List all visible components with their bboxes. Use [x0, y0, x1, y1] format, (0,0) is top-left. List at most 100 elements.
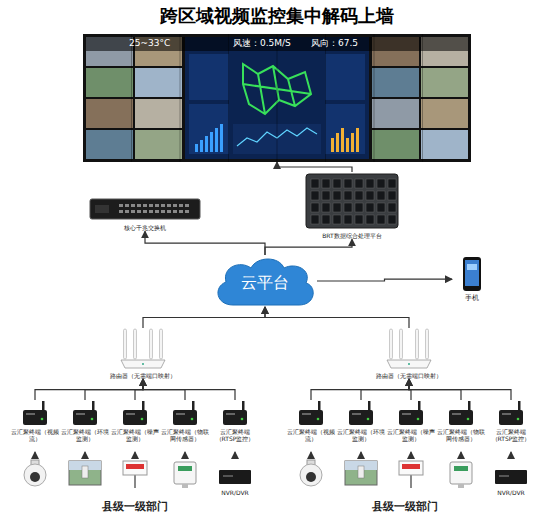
shape: [223, 410, 247, 425]
terminal-icon: [296, 400, 326, 426]
shape: [76, 413, 85, 415]
shape: [366, 191, 374, 200]
shape: [125, 204, 129, 207]
shape: [311, 203, 319, 212]
wall-reading: 风向：67.5: [311, 37, 358, 49]
shape: [161, 204, 165, 207]
monitor-box: [358, 466, 364, 478]
shape: [352, 413, 361, 415]
uplink: [235, 452, 236, 458]
bar: [336, 133, 339, 152]
shape: [355, 215, 363, 224]
device-label: 云汇聚终端（视频流）: [286, 428, 336, 442]
device-label: 云汇聚终端（物联网传感器）: [160, 428, 210, 442]
bar: [351, 133, 354, 152]
bezel: [422, 34, 423, 162]
shape: [302, 413, 311, 415]
camera-tile: [86, 130, 133, 159]
shape: [91, 418, 94, 421]
field-devices: [24, 452, 527, 488]
dashboard-card: [325, 54, 365, 100]
connector: [361, 379, 409, 400]
device-label: 云汇聚终端（环境监测）: [60, 428, 110, 442]
device-name: NVR/DVR: [208, 489, 262, 496]
shape: [400, 329, 403, 359]
shape: [344, 179, 352, 188]
shape: [465, 260, 479, 286]
shape: [355, 203, 363, 212]
uplink: [461, 452, 462, 458]
shape: [317, 418, 320, 421]
decoder-icon: [304, 172, 400, 230]
shape: [131, 210, 135, 213]
shape: [388, 179, 396, 188]
bezel: [325, 34, 326, 162]
shape: [179, 210, 183, 213]
shape: [141, 418, 144, 421]
camera-tile: [421, 130, 468, 159]
display-digits: [126, 464, 144, 469]
switch-icon: [89, 196, 201, 222]
shape: [119, 204, 123, 207]
shape: [377, 203, 385, 212]
connector: [85, 379, 143, 400]
shape: [333, 203, 341, 212]
camera-tile: [135, 99, 182, 128]
connector: [145, 231, 265, 255]
department-label: 县级一级部门: [350, 500, 460, 513]
shape: [417, 418, 420, 421]
shape: [241, 418, 244, 421]
shape: [26, 413, 35, 415]
shape: [173, 210, 177, 213]
shape: [119, 210, 123, 213]
shape: [143, 210, 147, 213]
dome-camera: [24, 464, 46, 486]
wall-node: 25~33°C风速：0.5M/S风向：67.5: [83, 34, 471, 162]
device-label: 手机: [452, 294, 492, 302]
sensor-box: [450, 462, 472, 484]
camera-tile: [372, 68, 419, 97]
switch-node: 核心千兆交换机: [86, 196, 204, 231]
uplink: [85, 452, 86, 458]
shape: [143, 204, 147, 207]
terminal-node: 云汇聚终端（RTSP监控）: [210, 400, 260, 442]
shape: [502, 413, 511, 415]
bar: [215, 128, 218, 152]
shape: [322, 215, 330, 224]
wall-reading: 风速：0.5M/S: [233, 37, 291, 49]
bezel: [131, 34, 132, 162]
terminal-node: 云汇聚终端（物联网传感器）: [160, 400, 210, 442]
shape: [149, 204, 153, 207]
noise-display: [123, 461, 147, 475]
bezel: [180, 34, 181, 162]
nvr-slot: [499, 475, 509, 477]
bar: [220, 124, 223, 152]
shape: [399, 410, 423, 425]
shape: [517, 418, 520, 421]
shape: [366, 215, 374, 224]
shape: [134, 329, 137, 359]
shape: [366, 179, 374, 188]
shape: [387, 360, 431, 368]
shape: [322, 203, 330, 212]
shape: [150, 329, 153, 359]
shape: [226, 413, 235, 415]
shape: [173, 204, 177, 207]
device-label: 云汇聚终端（RTSP监控）: [210, 428, 260, 442]
terminal-icon: [120, 400, 150, 426]
connector: [277, 162, 352, 172]
bezel: [228, 34, 229, 162]
shape: [388, 191, 396, 200]
device-label: 路由器（无需端口映射）: [366, 372, 452, 379]
shape: [73, 410, 97, 425]
shape: [333, 215, 341, 224]
shape: [306, 174, 398, 228]
bar: [195, 144, 198, 152]
shape: [449, 410, 473, 425]
bezel: [374, 34, 375, 162]
terminal-node: 云汇聚终端（RTSP监控）: [486, 400, 536, 442]
shape: [322, 191, 330, 200]
nvr-slot: [223, 475, 233, 477]
shape: [125, 210, 129, 213]
shape: [167, 204, 171, 207]
